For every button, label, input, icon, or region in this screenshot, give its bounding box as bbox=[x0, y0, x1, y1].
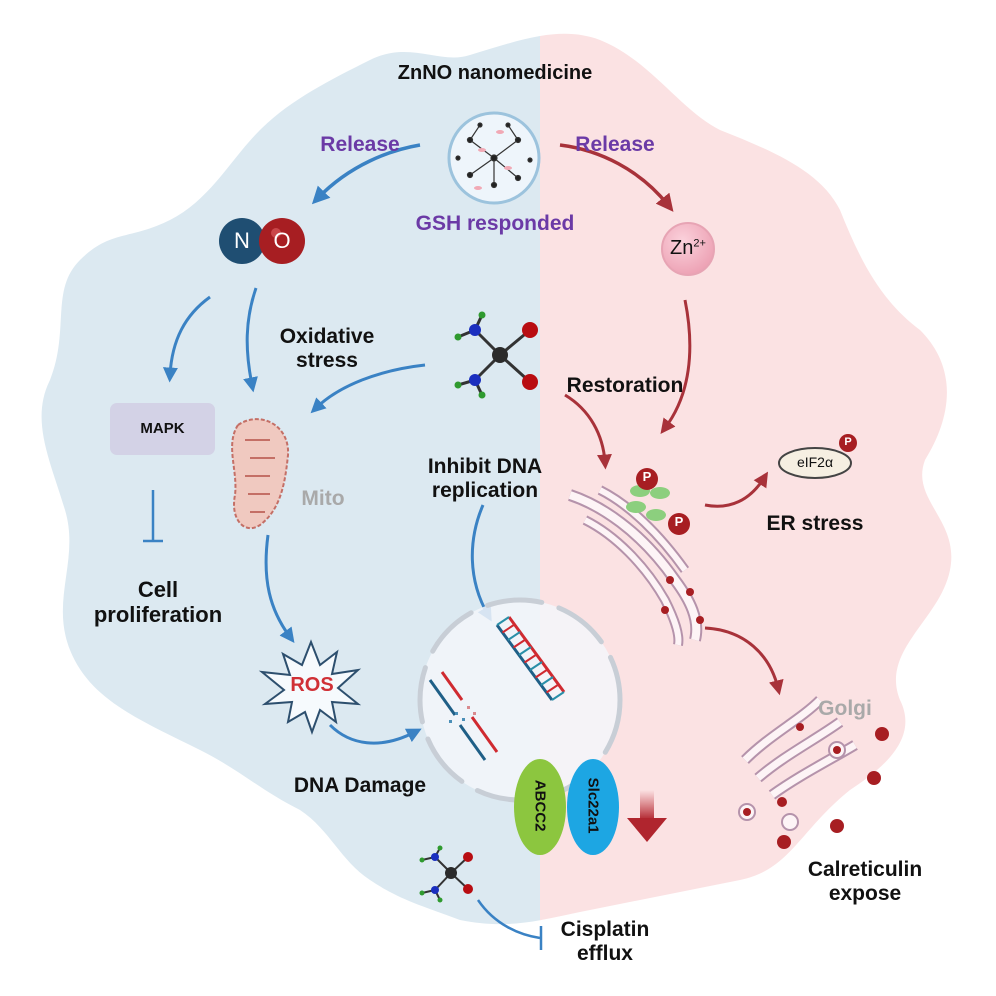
release-label-right: Release bbox=[575, 133, 655, 156]
release-label-left: Release bbox=[320, 133, 400, 156]
eif2a-phospho-label: P bbox=[844, 436, 852, 448]
cisplatin-molecule-bottom-icon bbox=[419, 845, 473, 903]
no-o-label: O bbox=[273, 228, 291, 253]
oxidative-stress-label: Oxidative stress bbox=[262, 325, 392, 373]
inhibit-dna-label: Inhibit DNA replication bbox=[405, 455, 565, 503]
dna-damaged-icon bbox=[428, 671, 499, 761]
cisplatin-efflux-line-1: Cisplatin bbox=[560, 918, 650, 941]
arrow-ros-to-dna bbox=[328, 723, 422, 745]
arrow-restoration-to-er bbox=[564, 393, 612, 470]
dna-rung bbox=[540, 676, 554, 686]
inhibit-mapk-proliferation bbox=[143, 490, 163, 543]
phospho-badge-1 bbox=[636, 468, 658, 490]
golgi-icon bbox=[738, 696, 858, 831]
dna-rung bbox=[529, 661, 543, 671]
eif2a-label: eIF2α bbox=[796, 454, 834, 470]
slc22a1-transporter bbox=[567, 759, 619, 855]
perk-dimer-icon bbox=[626, 485, 670, 521]
endoplasmic-reticulum-icon bbox=[568, 485, 703, 646]
mito-label: Mito bbox=[301, 487, 345, 510]
arrow-no-to-mito bbox=[243, 287, 258, 393]
dna-rung bbox=[523, 653, 538, 664]
arrow-inhibit-to-dna bbox=[470, 504, 492, 622]
dna-rung bbox=[512, 638, 527, 649]
er-ribosomes bbox=[661, 576, 704, 624]
dna-rung bbox=[496, 616, 510, 626]
zinc-ion-label: Zn2+ bbox=[662, 237, 714, 260]
ros-label: ROS bbox=[290, 674, 334, 696]
cisplatin-molecule-icon bbox=[454, 311, 538, 399]
cell-body bbox=[41, 33, 952, 925]
phospho-label-2: P bbox=[674, 514, 684, 529]
mitochondrion-icon bbox=[231, 418, 290, 530]
calreticulin-line-1: Calreticulin bbox=[807, 858, 923, 881]
downregulation-arrow-icon bbox=[627, 790, 667, 842]
arrow-mito-to-ros bbox=[264, 534, 295, 644]
phospho-badge-2 bbox=[668, 513, 690, 535]
dna-damage-label: DNA Damage bbox=[293, 774, 427, 797]
calreticulin-label: Calreticulin expose bbox=[795, 858, 935, 906]
calreticulin-dots bbox=[743, 723, 889, 849]
release-arrow-right bbox=[559, 143, 674, 212]
cisplatin-efflux-line-2: efflux bbox=[576, 942, 633, 966]
cell-proliferation-line-2: proliferation bbox=[93, 602, 223, 628]
cell-proliferation-label: Cell proliferation bbox=[78, 577, 238, 628]
slc22a1-label: Slc22a1 bbox=[584, 777, 602, 834]
eif2a-phospho-badge bbox=[839, 434, 857, 452]
inhibit-dna-line-1: Inhibit DNA bbox=[427, 455, 543, 478]
ros-burst-icon bbox=[258, 639, 362, 735]
arrow-cisplatin-to-mito bbox=[310, 363, 426, 414]
calreticulin-line-2: expose bbox=[828, 882, 902, 906]
nitric-oxide-icon bbox=[219, 218, 305, 264]
zinc-charge: 2+ bbox=[693, 237, 706, 250]
zinc-symbol: Zn bbox=[670, 237, 694, 259]
arrow-er-to-eif2a bbox=[704, 471, 769, 508]
inhibit-dna-line-2: replication bbox=[431, 479, 539, 503]
dna-rung bbox=[518, 646, 532, 656]
nanoparticle-icon bbox=[447, 111, 541, 205]
phospho-label-1: P bbox=[642, 469, 652, 484]
dna-rung bbox=[551, 691, 565, 701]
abcc2-label: ABCC2 bbox=[531, 779, 549, 832]
oxidative-stress-line-2: stress bbox=[296, 349, 358, 373]
dna-rung bbox=[501, 623, 516, 634]
dna-rung bbox=[545, 683, 560, 694]
arrow-no-to-mapk bbox=[162, 295, 211, 383]
eif2a-oval bbox=[778, 447, 852, 479]
gsh-responded-label: GSH responded bbox=[415, 212, 575, 235]
er-stress-label: ER stress bbox=[766, 512, 864, 535]
arrow-er-to-golgi bbox=[704, 626, 784, 696]
release-arrow-left bbox=[311, 143, 421, 205]
abcc2-transporter bbox=[514, 759, 566, 855]
golgi-label: Golgi bbox=[818, 697, 872, 720]
restoration-label: Restoration bbox=[566, 374, 684, 397]
inhibit-cisplatin-efflux bbox=[476, 899, 543, 950]
no-n-label: N bbox=[234, 228, 250, 253]
cell-proliferation-line-1: Cell bbox=[137, 577, 179, 602]
dna-rung bbox=[534, 668, 549, 679]
page-title: ZnNO nanomedicine bbox=[397, 62, 593, 84]
zinc-ion-icon bbox=[661, 222, 715, 276]
mapk-label: MAPK bbox=[140, 420, 185, 437]
oxidative-stress-line-1: Oxidative bbox=[279, 325, 375, 348]
mapk-box bbox=[110, 403, 215, 455]
dna-intact-icon bbox=[495, 616, 566, 701]
cisplatin-efflux-label: Cisplatin efflux bbox=[550, 918, 660, 966]
arrow-zn-to-er bbox=[660, 299, 692, 434]
dna-rung bbox=[507, 631, 521, 641]
